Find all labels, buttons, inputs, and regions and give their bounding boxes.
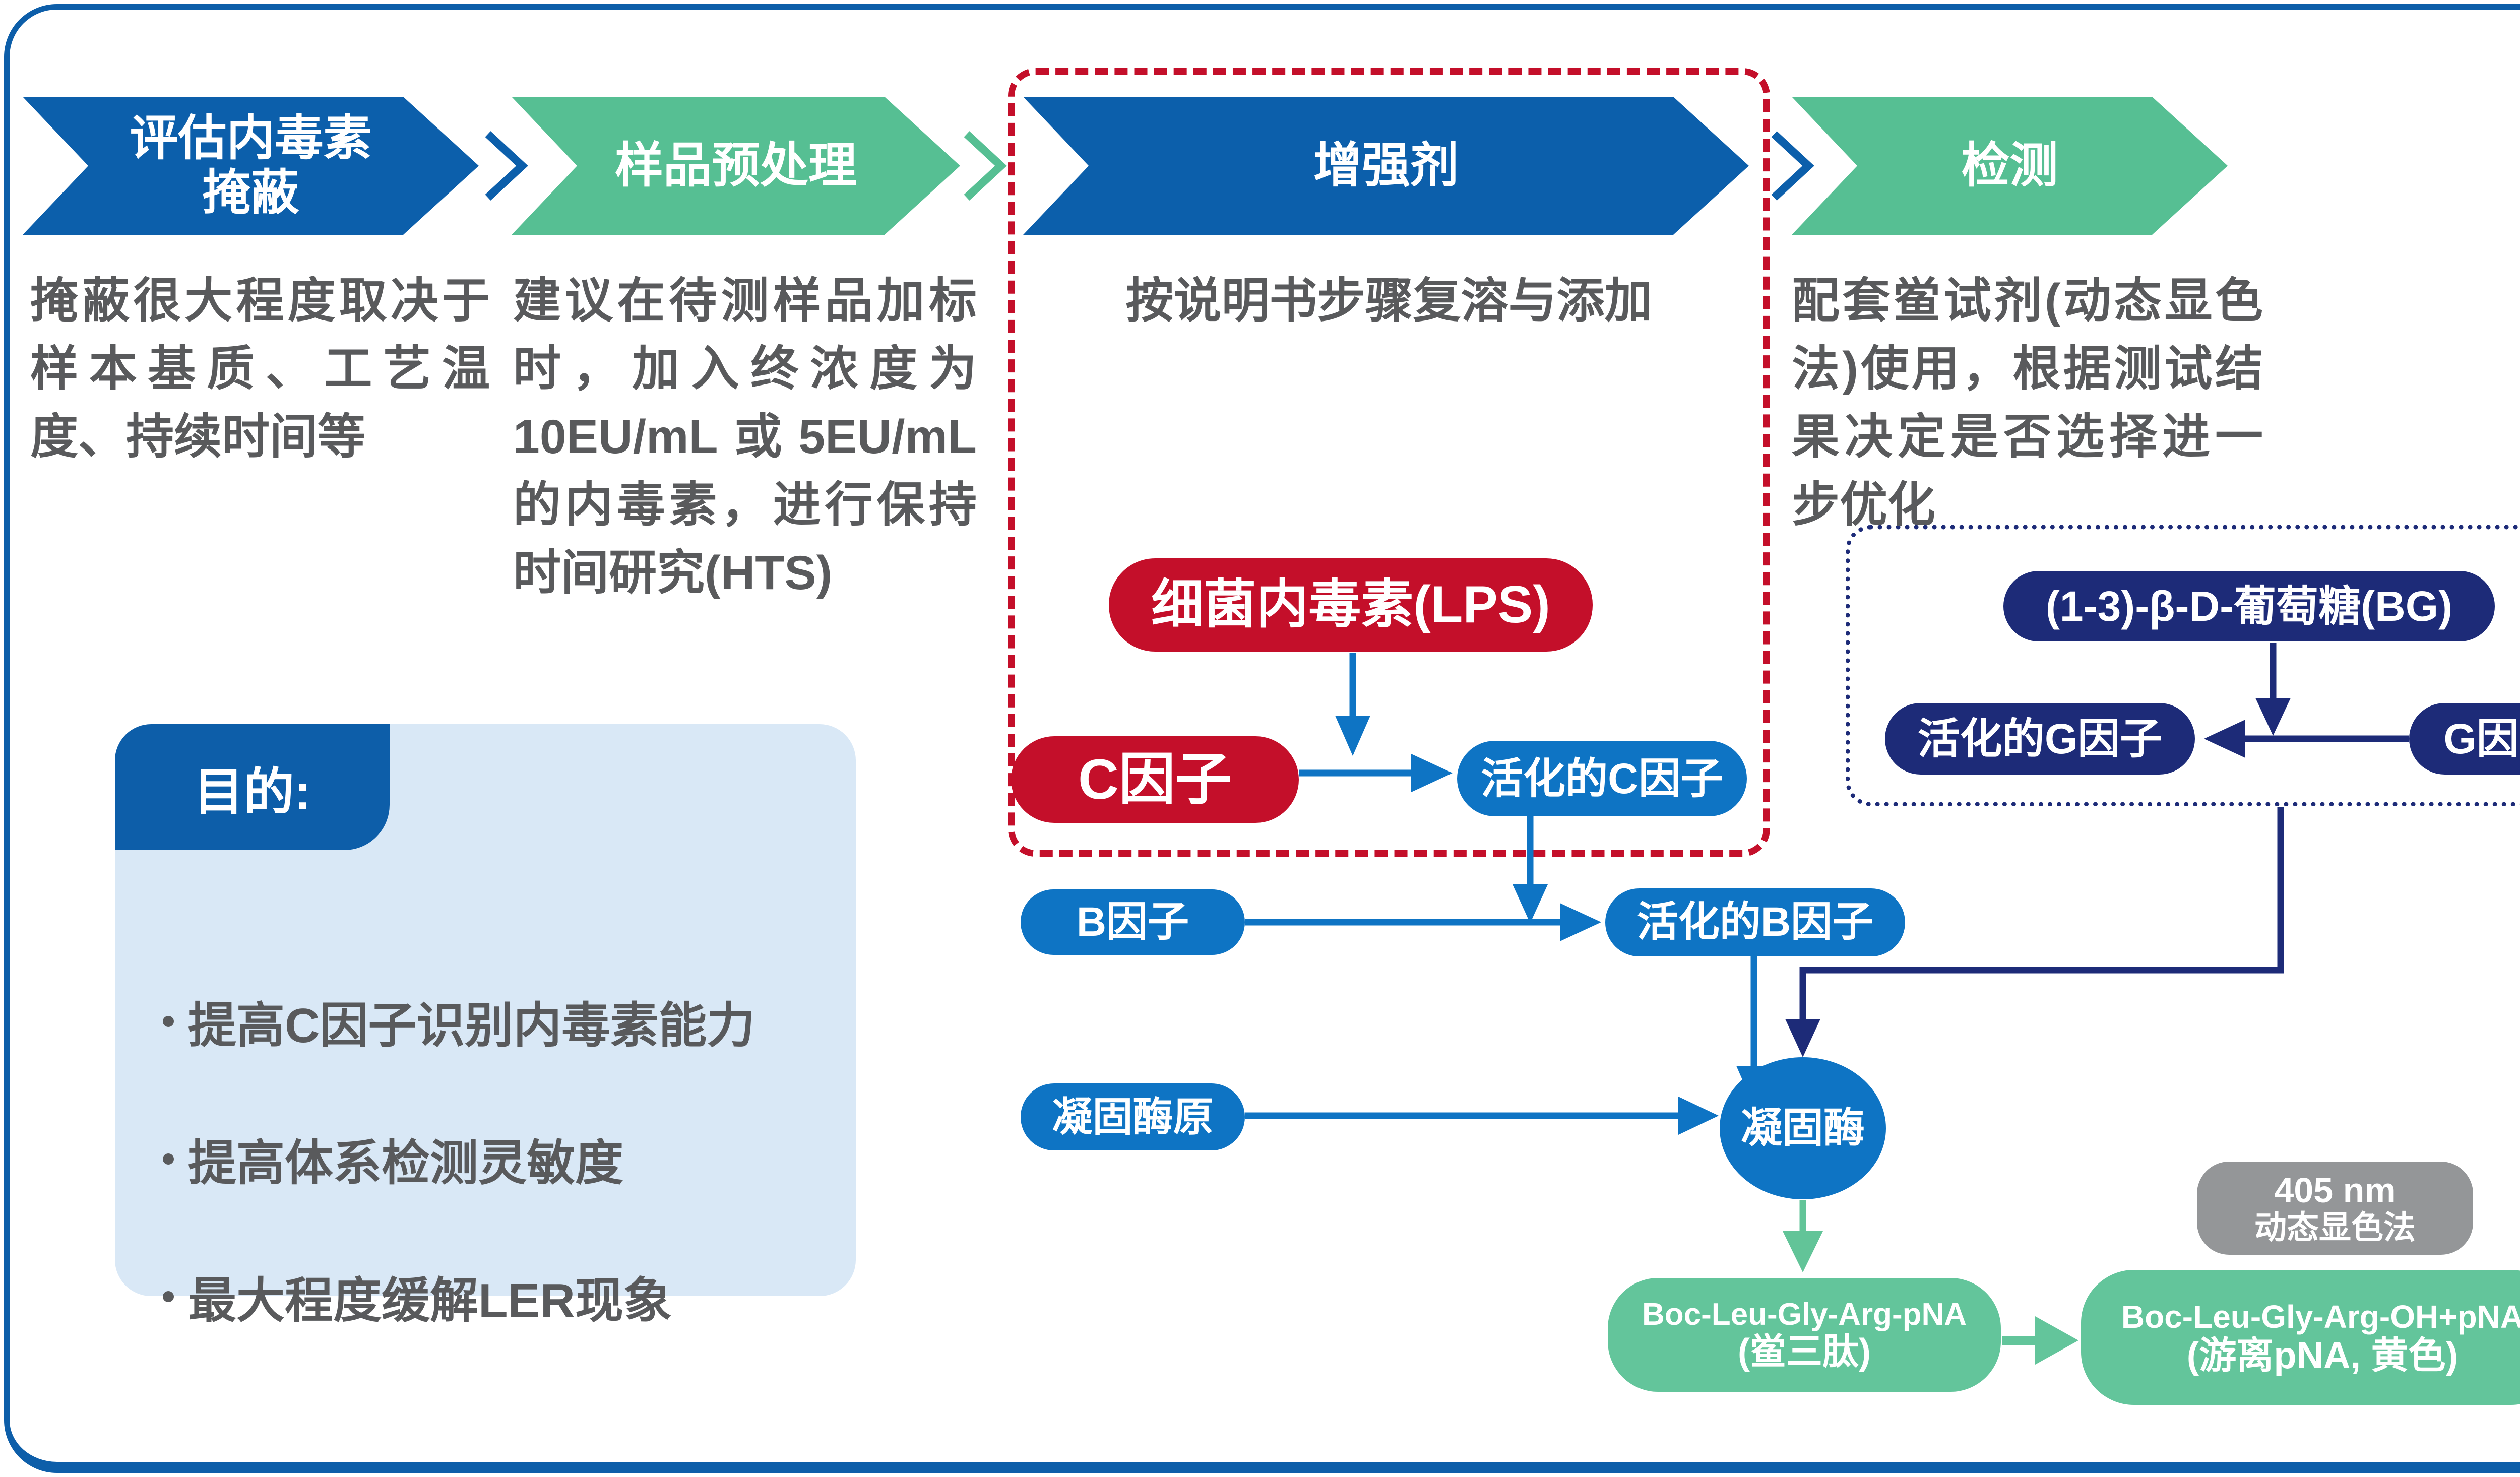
list-item: 最大程度缓解LER现象	[163, 1261, 755, 1331]
node-factor-b: B因子	[1021, 889, 1245, 955]
list-item: 提高C因子识别内毒素能力	[163, 986, 755, 1056]
method-label: 动态显色法	[2254, 1209, 2416, 1246]
purpose-panel: 目的: 提高C因子识别内毒素能力 提高体系检测灵敏度 最大程度缓解LER现象	[115, 724, 856, 1328]
product-formula: Boc-Leu-Gly-Arg-OH+pNA	[2121, 1299, 2520, 1335]
enhancer-highlight-box	[1008, 68, 1770, 857]
purpose-list: 提高C因子识别内毒素能力 提高体系检测灵敏度 最大程度缓解LER现象	[163, 986, 755, 1331]
description-detection: 配套鲎试剂(动态显色法)使用，根据测试结果决定是否选择进一步优化	[1792, 274, 2263, 532]
node-lps: 细菌内毒素(LPS)	[1109, 558, 1593, 652]
node-proclotting-enzyme: 凝固酶原	[1021, 1083, 1245, 1150]
wavelength-label: 405 nm	[2274, 1170, 2396, 1210]
node-405nm-method: 405 nm 动态显色法	[2197, 1162, 2473, 1255]
node-activated-factor-b: 活化的B因子	[1605, 888, 1905, 956]
node-factor-c: C因子	[1011, 736, 1299, 823]
node-substrate: Boc-Leu-Gly-Arg-pNA (鲎三肽)	[1608, 1278, 2001, 1392]
purpose-bullet: 最大程度缓解LER现象	[188, 1274, 672, 1328]
node-glucan-bg: (1-3)-β-D-葡萄糖(BG)	[2003, 571, 2495, 641]
step-arrow-enhancer: 增强剂	[1023, 97, 1749, 235]
product-name: (游离pNA, 黄色)	[2186, 1334, 2459, 1376]
step-arrow-assess-masking: 评估内毒素掩蔽	[23, 97, 479, 235]
factor-g-pathway-box	[1846, 525, 2520, 806]
node-product: Boc-Leu-Gly-Arg-OH+pNA (游离pNA, 黄色)	[2081, 1270, 2520, 1405]
node-activated-factor-g: 活化的G因子	[1885, 703, 2195, 775]
bullet-dot-icon	[163, 1291, 174, 1302]
description-enhancer: 按说明书步骤复溶与添加	[1125, 274, 1653, 328]
purpose-title: 目的:	[193, 763, 311, 820]
purpose-bullet: 提高C因子识别内毒素能力	[188, 999, 755, 1053]
step-arrow-sample-pretreatment: 样品预处理	[512, 97, 960, 235]
purpose-tab: 目的:	[115, 724, 390, 850]
node-factor-g: G因子	[2409, 703, 2520, 775]
bullet-dot-icon	[163, 1153, 174, 1165]
description-assess-masking: 掩蔽很大程度取决于样本基质、工艺温度、持续时间等	[30, 274, 490, 464]
node-activated-factor-c: 活化的C因子	[1457, 741, 1747, 816]
node-clotting-enzyme: 凝固酶	[1720, 1057, 1886, 1199]
step-label: 评估内毒素掩蔽	[130, 111, 372, 220]
description-sample-pretreatment: 建议在待测样品加标时，加入终浓度为10EU/mL或5EU/mL的内毒素，进行保持…	[513, 274, 977, 600]
step-label: 增强剂	[1313, 139, 1459, 193]
purpose-bullet: 提高体系检测灵敏度	[188, 1136, 623, 1190]
step-arrow-detection: 检测	[1792, 97, 2228, 235]
list-item: 提高体系检测灵敏度	[163, 1124, 755, 1194]
substrate-name: (鲎三肽)	[1738, 1331, 1871, 1372]
bullet-dot-icon	[163, 1015, 174, 1027]
substrate-formula: Boc-Leu-Gly-Arg-pNA	[1642, 1297, 1967, 1332]
step-label: 样品预处理	[615, 139, 857, 193]
step-label: 检测	[1961, 139, 2058, 193]
